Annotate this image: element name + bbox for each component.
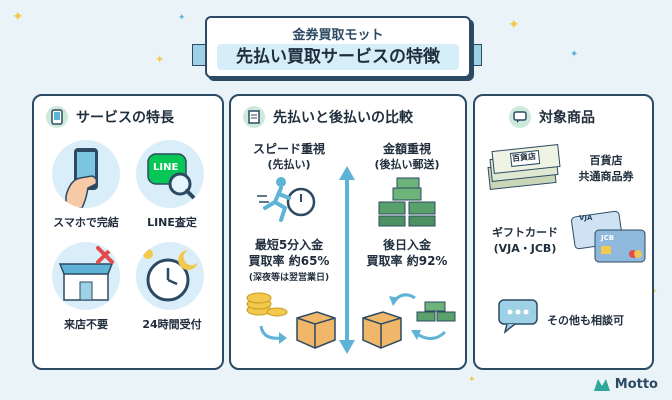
postpay-speed: 後日入金 <box>382 238 431 252</box>
comparison-panel-title: 先払いと後払いの比較 <box>273 110 413 126</box>
box-to-cash-icon <box>362 293 456 349</box>
product-label-other: その他も相談可 <box>547 314 624 327</box>
postpay-sub: (後払い郵送) <box>374 158 440 171</box>
products-panel: 対象商品 百貨店 百貨店 共通商品券 ギフトカード (VJA・JCB) VJA … <box>473 94 654 370</box>
features-panel: サービスの特長 スマホで完結 LINE LINE査定 来店不要 <box>32 94 224 370</box>
gift-cards-icon <box>571 210 646 263</box>
sparkle-icon: ✦ <box>178 13 186 23</box>
running-person-stopwatch-icon <box>257 177 316 222</box>
prepay-heading: スピード重視 <box>252 142 325 156</box>
clock-moon-icon <box>136 242 204 310</box>
product-label-voucher-2: 共通商品券 <box>578 170 634 183</box>
postpay-rate: 買取率 約92% <box>366 254 448 268</box>
vertical-divider-arrow-icon <box>339 166 355 354</box>
sparkle-icon: ✦ <box>570 49 579 60</box>
page-title: 先払い買取サービスの特徴 <box>217 44 459 70</box>
product-label-giftcard-1: ギフトカード <box>492 226 558 239</box>
phone-icon <box>46 106 68 128</box>
gift-voucher-icon <box>487 144 561 190</box>
chat-bubble-icon <box>498 299 538 334</box>
shop-cross-icon <box>52 242 120 310</box>
comparison-panel: 先払いと後払いの比較 スピード重視 (先払い) 最短5分入金 買取率 約65% … <box>229 94 467 370</box>
title-banner: 金券買取モット 先払い買取サービスの特徴 <box>205 16 471 78</box>
prepay-speed: 最短5分入金 <box>254 238 324 252</box>
prepay-note: (深夜等は翌営業日) <box>248 273 330 283</box>
features-panel-header: サービスの特長 <box>46 104 214 130</box>
sparkle-icon: ✦ <box>155 53 165 66</box>
feature-label-shop: 来店不要 <box>64 318 108 331</box>
prepay-rate: 買取率 約65% <box>248 254 330 268</box>
products-panel-title: 対象商品 <box>539 110 595 126</box>
feature-label-smartphone: スマホで完結 <box>53 216 119 229</box>
line-search-icon: LINE <box>136 140 204 208</box>
logo-text: Motto <box>614 376 658 392</box>
line-badge-text: LINE <box>153 162 179 173</box>
document-icon <box>243 106 265 128</box>
features-panel-title: サービスの特長 <box>76 110 174 126</box>
product-label-voucher-1: 百貨店 <box>589 154 623 167</box>
postpay-heading: 金額重視 <box>382 142 431 156</box>
prepay-sub: (先払い) <box>267 158 311 171</box>
card-text-vja: VJA <box>579 214 593 222</box>
sparkle-icon: ✦ <box>508 17 520 33</box>
smartphone-icon <box>52 140 120 208</box>
products-panel-header: 対象商品 <box>487 104 644 130</box>
product-label-giftcard-2: (VJA・JCB) <box>493 242 557 255</box>
motto-logo: Motto <box>593 376 658 392</box>
sparkle-icon: ✦ <box>468 375 476 385</box>
card-text-jcb: JCB <box>601 234 615 242</box>
speech-bubble-icon <box>509 106 531 128</box>
feature-label-line: LINE査定 <box>147 216 197 229</box>
feature-label-clock: 24時間受付 <box>142 318 202 331</box>
banner-subtitle: 金券買取モット <box>292 28 384 43</box>
motto-logo-icon <box>593 379 610 391</box>
comparison-panel-header: 先払いと後払いの比較 <box>243 104 457 130</box>
sparkle-icon: ✦ <box>12 9 24 25</box>
cash-stacks-icon <box>378 177 436 227</box>
coins-to-box-icon <box>246 292 336 349</box>
